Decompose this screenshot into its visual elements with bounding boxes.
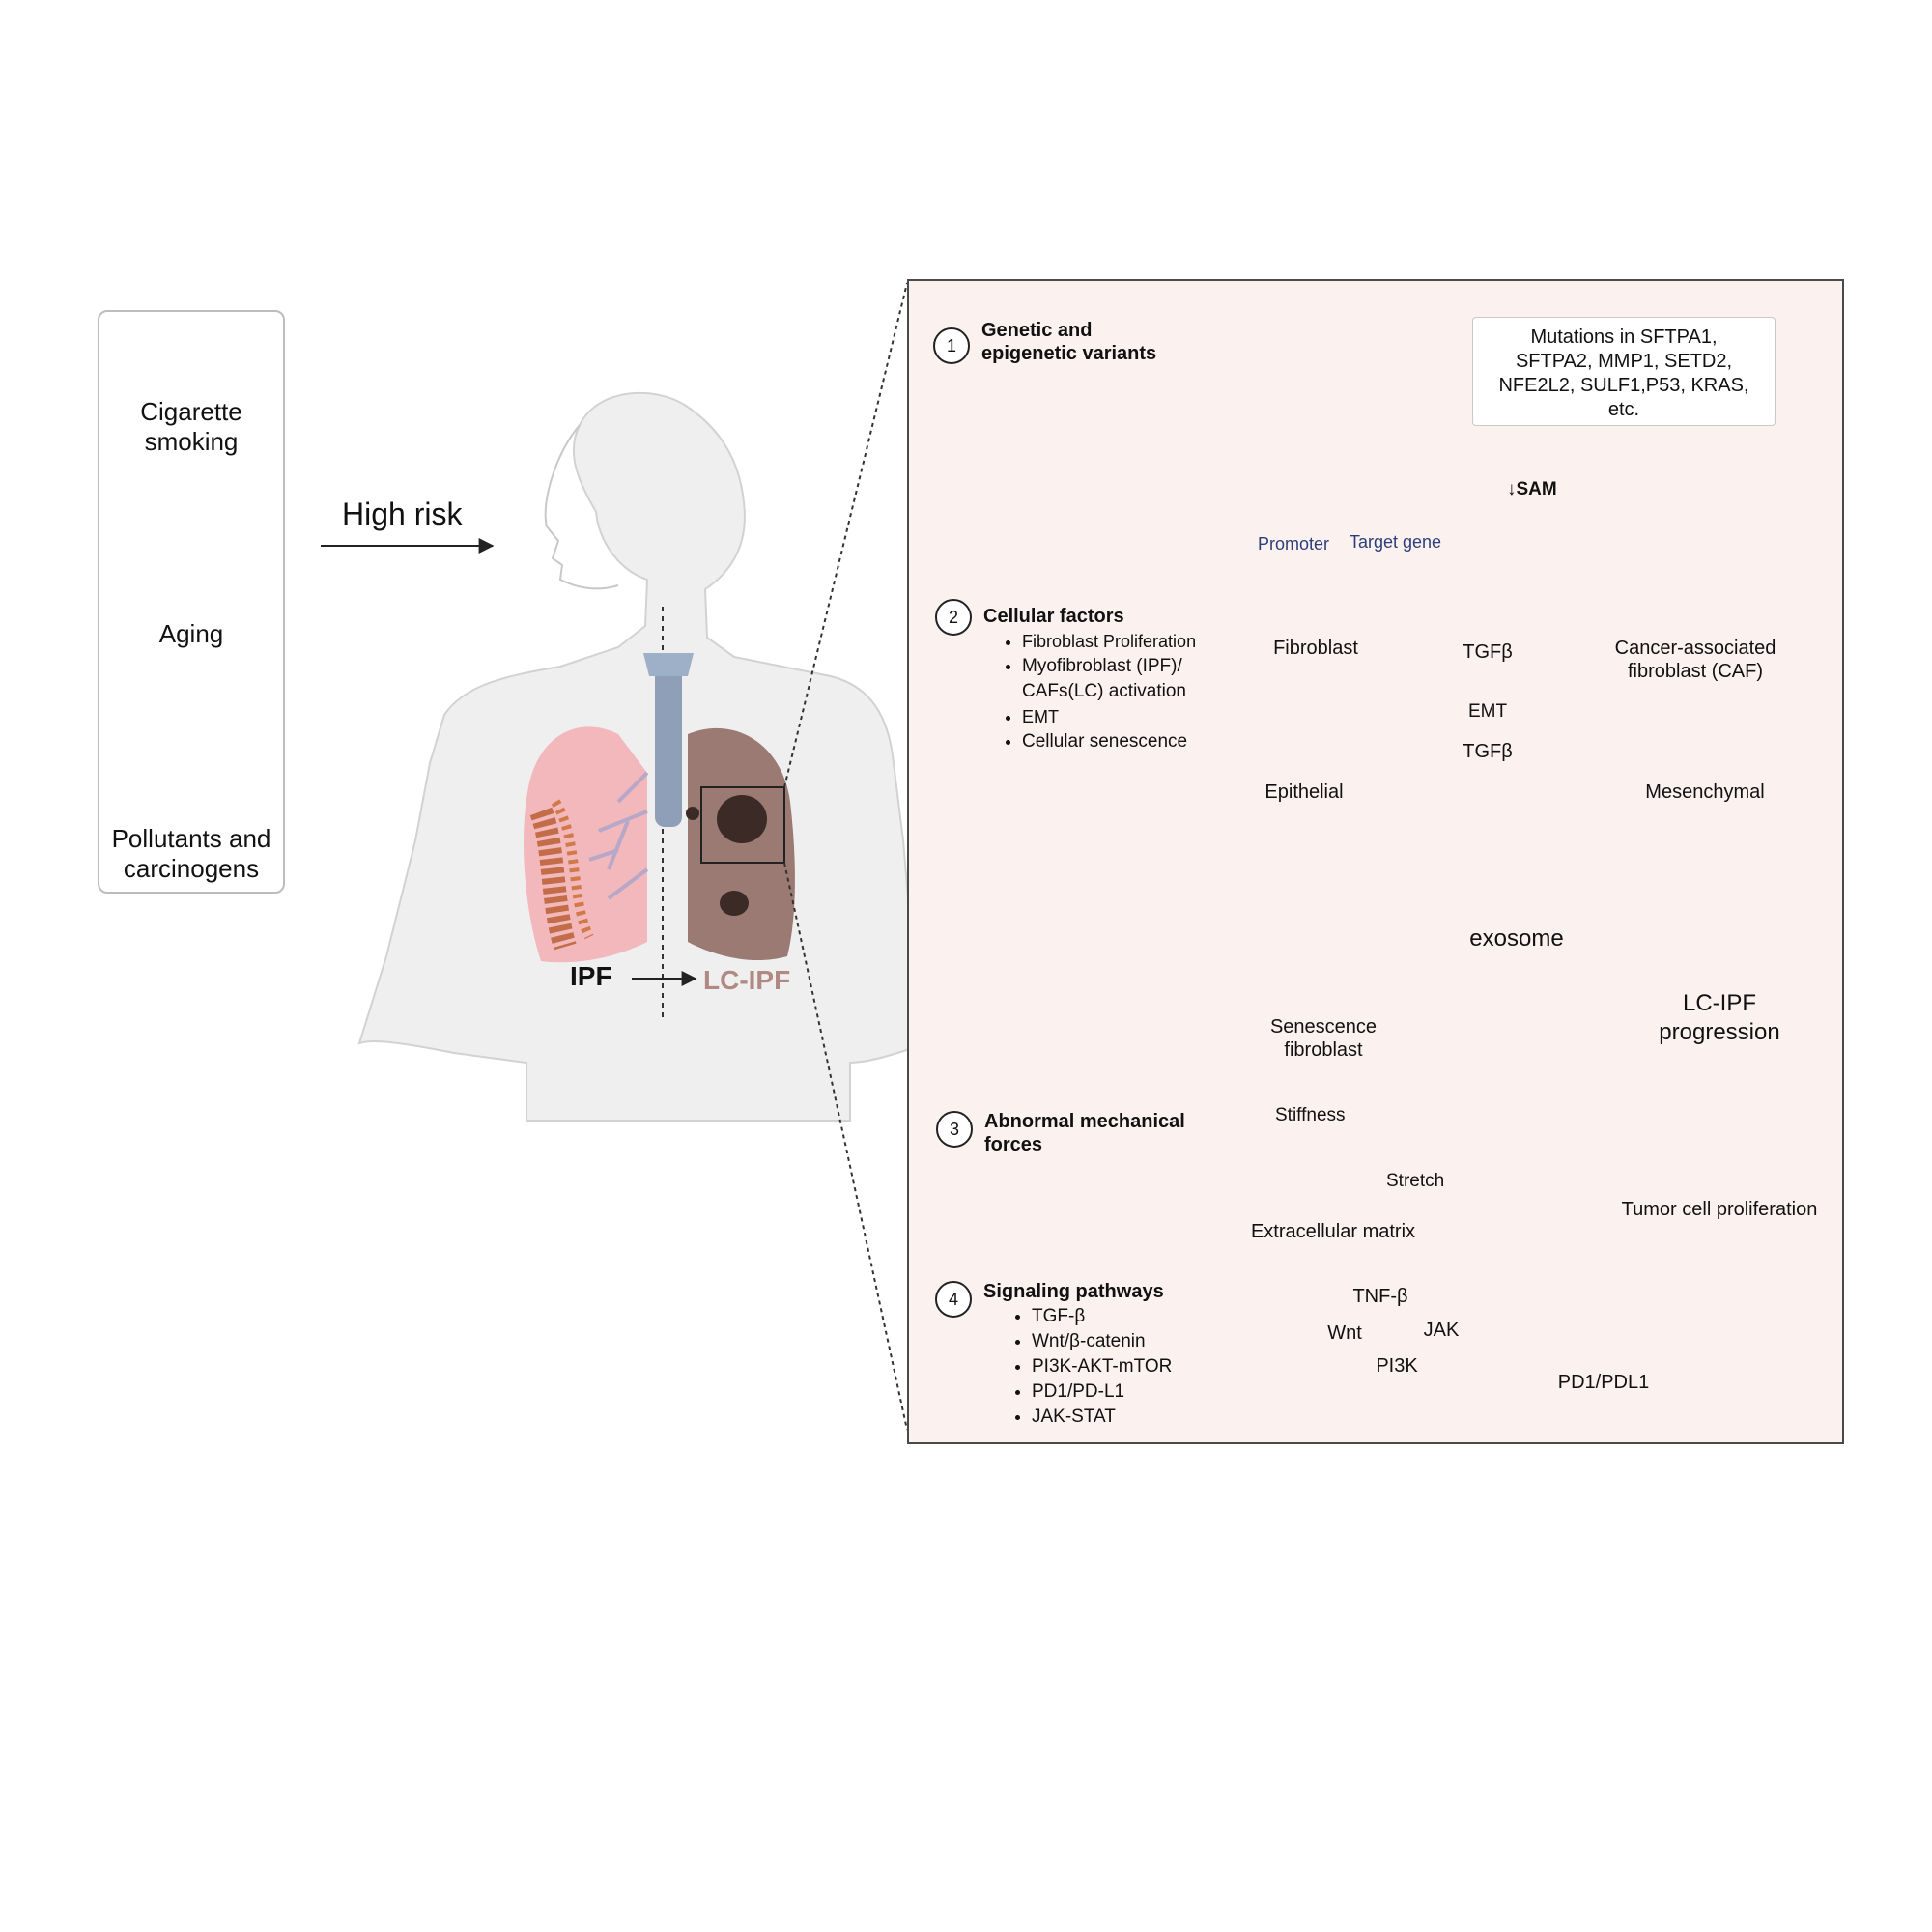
section3-number: 3 — [936, 1111, 973, 1148]
bullet-item: Myofibroblast (IPF)/CAFs(LC) activation — [1022, 654, 1196, 704]
bullet-item: JAK-STAT — [1032, 1405, 1172, 1430]
trachea — [643, 653, 694, 827]
section2-bullets: Fibroblast Proliferation Myofibroblast (… — [999, 629, 1196, 754]
node-wnt: Wnt — [1327, 1322, 1362, 1344]
mutations-box — [1472, 317, 1776, 426]
lc-ipf-label: LC-IPF — [703, 965, 791, 995]
mechanisms-panel — [907, 279, 1844, 1444]
bullet-item: Cellular senescence — [1022, 729, 1196, 754]
bullet-item: TGF-β — [1032, 1304, 1172, 1329]
emt-label: EMT — [1467, 701, 1508, 722]
ecm-label: Extracellular matrix — [1250, 1221, 1416, 1242]
node-jak: JAK — [1423, 1320, 1460, 1341]
node-tnf: TNF-β — [1352, 1286, 1408, 1307]
risk-factors-box — [98, 310, 285, 894]
bullet-item: Fibroblast Proliferation — [1022, 629, 1196, 654]
tumor-proliferation-label: Tumor cell proliferation — [1621, 1199, 1818, 1220]
promoter-label: Promoter — [1258, 534, 1330, 554]
exosome-label: exosome — [1469, 925, 1564, 952]
stretch-label: Stretch — [1386, 1171, 1445, 1191]
bullet-item: PI3K-AKT-mTOR — [1032, 1354, 1172, 1379]
risk-label-aging: Aging — [158, 619, 224, 648]
high-risk-label: High risk — [342, 497, 463, 531]
ipf-lung — [523, 726, 649, 963]
section2-number: 2 — [935, 599, 972, 636]
lc-ipf-lung — [686, 727, 795, 961]
bullet-item: Wnt/β-catenin — [1032, 1329, 1172, 1354]
pd1-pdl1-label: PD1/PDL1 — [1557, 1372, 1650, 1393]
tgfb-label-2: TGFβ — [1463, 741, 1513, 762]
target-gene-label: Target gene — [1350, 532, 1442, 552]
stiffness-label: Stiffness — [1275, 1105, 1346, 1125]
bullet-item: EMT — [1022, 704, 1196, 729]
fibroblast-label: Fibroblast — [1273, 638, 1358, 659]
mesenchymal-label: Mesenchymal — [1645, 781, 1765, 803]
node-pi3k: PI3K — [1376, 1355, 1418, 1377]
zoom-line-top — [783, 282, 908, 788]
bullet-item: PD1/PD-L1 — [1032, 1379, 1172, 1405]
tgfb-label-1: TGFβ — [1463, 641, 1513, 663]
section1-number: 1 — [933, 327, 970, 364]
section4-bullets: TGF-β Wnt/β-catenin PI3K-AKT-mTOR PD1/PD… — [1009, 1304, 1172, 1430]
epithelial-label: Epithelial — [1264, 781, 1344, 803]
ipf-label: IPF — [570, 961, 612, 991]
mutations-text: Mutations in SFTPA1, SFTPA2, MMP1, SETD2… — [1498, 327, 1749, 420]
sam-label: ↓SAM — [1507, 479, 1557, 499]
section4-title: Signaling pathways — [983, 1281, 1164, 1302]
section2-title: Cellular factors — [983, 606, 1124, 627]
section4-number: 4 — [935, 1281, 972, 1318]
